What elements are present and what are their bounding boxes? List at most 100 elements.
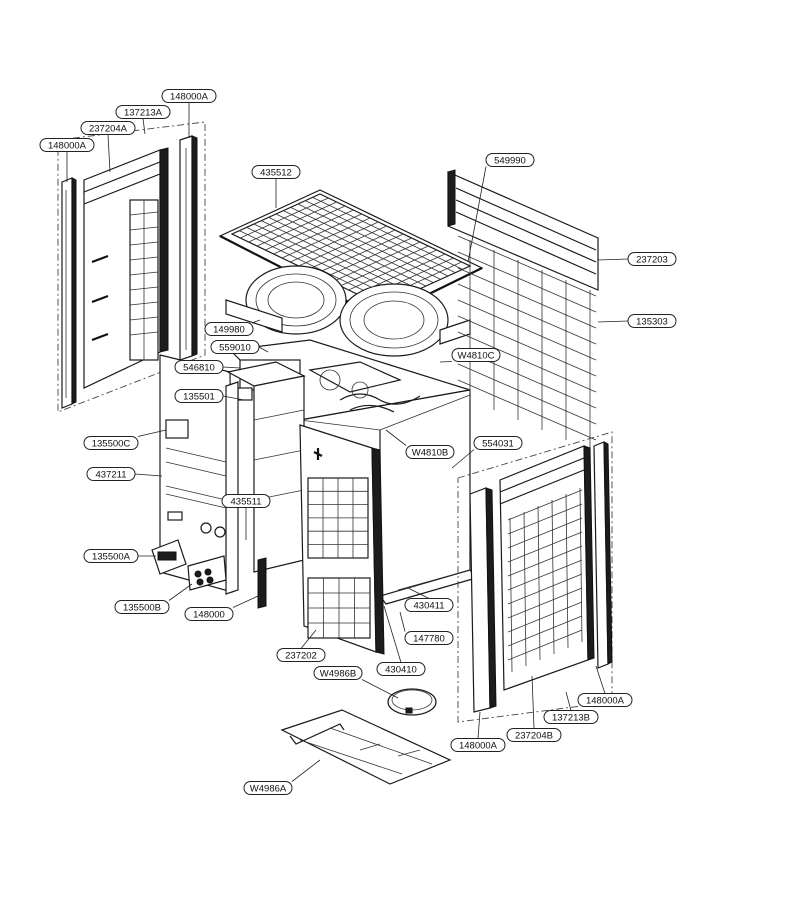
callout-bubble xyxy=(115,105,171,119)
part-callout: W4810C xyxy=(451,348,501,362)
callout-leader xyxy=(252,319,261,323)
part-callout: 237202 xyxy=(276,648,326,662)
callout-leader xyxy=(399,611,406,632)
part-number-label: 148000A xyxy=(48,140,87,151)
part-number-label: 148000A xyxy=(586,695,625,706)
part-number-label: 559010 xyxy=(219,342,251,353)
callout-bubble xyxy=(174,360,224,374)
callout-leader xyxy=(300,629,317,649)
part-callout: 435512 xyxy=(251,165,301,179)
part-number-label: 149980 xyxy=(213,324,245,335)
callout-leader xyxy=(137,429,167,437)
part-callout: 135303 xyxy=(627,314,677,328)
part-number-label: 430411 xyxy=(414,600,445,611)
callout-bubble xyxy=(276,648,326,662)
part-callout: 135500A xyxy=(83,549,139,563)
part-number-label: 135500B xyxy=(123,602,161,613)
part-callout: 148000A xyxy=(577,693,633,707)
fan-assembly xyxy=(225,265,471,357)
callout-bubble xyxy=(506,728,562,742)
part-callout: 147780 xyxy=(404,631,454,645)
part-callout: 437211 xyxy=(86,467,136,481)
callout-bubble xyxy=(577,693,633,707)
part-callout: 149980 xyxy=(204,322,254,336)
part-callout: W4986A xyxy=(243,781,293,795)
callout-leader xyxy=(134,473,163,477)
callout-bubble xyxy=(210,340,260,354)
part-callout: 435511 xyxy=(221,494,271,508)
part-number-label: 148000A xyxy=(459,740,498,751)
part-number-label: 437211 xyxy=(96,469,127,480)
callout-leader xyxy=(222,366,241,369)
right-side-panel-assembly xyxy=(457,431,613,723)
callout-bubble xyxy=(451,348,501,362)
base-plate-and-cover xyxy=(280,688,452,785)
callout-bubble xyxy=(313,666,363,680)
callout-bubble xyxy=(174,389,224,403)
callout-bubble xyxy=(450,738,506,752)
callout-leaders xyxy=(66,102,629,782)
callout-bubble xyxy=(485,153,535,167)
callout-leader xyxy=(597,258,629,261)
callout-bubble xyxy=(627,252,677,266)
part-number-label: 237204B xyxy=(515,730,553,741)
callout-bubble xyxy=(251,165,301,179)
callout-leader xyxy=(451,449,475,469)
part-callout: W4986B xyxy=(313,666,363,680)
callout-bubble xyxy=(80,121,136,135)
part-callout: 237204B xyxy=(506,728,562,742)
part-number-label: 237204A xyxy=(89,123,128,134)
part-callout: 237204A xyxy=(80,121,136,135)
part-callout: W4810B xyxy=(405,445,455,459)
part-number-label: 137213B xyxy=(552,712,590,723)
part-number-label: W4810C xyxy=(458,350,495,361)
part-callout: 559010 xyxy=(210,340,260,354)
part-callout: 148000A xyxy=(39,138,95,152)
part-callout: 135500C xyxy=(83,436,139,450)
callout-leader xyxy=(361,679,399,699)
part-callout: 137213B xyxy=(543,710,599,724)
callout-bubble xyxy=(221,494,271,508)
left-side-panel-assembly xyxy=(57,121,206,413)
callout-bubble xyxy=(404,598,454,612)
part-number-label: 148000 xyxy=(193,609,225,620)
part-number-label: 135500C xyxy=(92,438,131,449)
callout-leader xyxy=(385,429,407,446)
callout-bubble xyxy=(543,710,599,724)
part-callout: 554031 xyxy=(473,436,523,450)
callout-leader xyxy=(467,166,487,263)
callout-leader xyxy=(595,665,606,694)
part-callout: 148000 xyxy=(184,607,234,621)
callout-bubble xyxy=(114,600,170,614)
part-callout: 137213A xyxy=(115,105,171,119)
part-callout: 135500B xyxy=(114,600,170,614)
callout-bubble xyxy=(86,467,136,481)
part-callout: 135501 xyxy=(174,389,224,403)
part-callout: 237203 xyxy=(627,252,677,266)
callout-bubble xyxy=(83,549,139,563)
callout-bubble xyxy=(204,322,254,336)
callout-bubble xyxy=(404,631,454,645)
part-number-label: 546810 xyxy=(183,362,215,373)
callout-bubble xyxy=(83,436,139,450)
part-number-label: 435512 xyxy=(260,167,292,178)
control-box-front-panel xyxy=(151,354,306,609)
part-number-label: 549990 xyxy=(494,155,526,166)
callout-leader xyxy=(107,134,111,173)
callout-bubble xyxy=(376,662,426,676)
callout-leader xyxy=(222,395,245,401)
callout-leader xyxy=(383,605,402,663)
callout-leader xyxy=(291,759,321,782)
part-callout: 430411 xyxy=(404,598,454,612)
callout-leader xyxy=(439,361,453,363)
callout-leader xyxy=(168,583,193,601)
callout-leader xyxy=(597,320,629,323)
callout-bubble xyxy=(161,89,217,103)
callout-labels: 148000A137213A237204A148000A435512549990… xyxy=(39,89,677,795)
part-number-label: 137213A xyxy=(124,107,163,118)
part-callout: 148000A xyxy=(161,89,217,103)
part-number-label: W4986A xyxy=(250,783,287,794)
part-callout: 148000A xyxy=(450,738,506,752)
